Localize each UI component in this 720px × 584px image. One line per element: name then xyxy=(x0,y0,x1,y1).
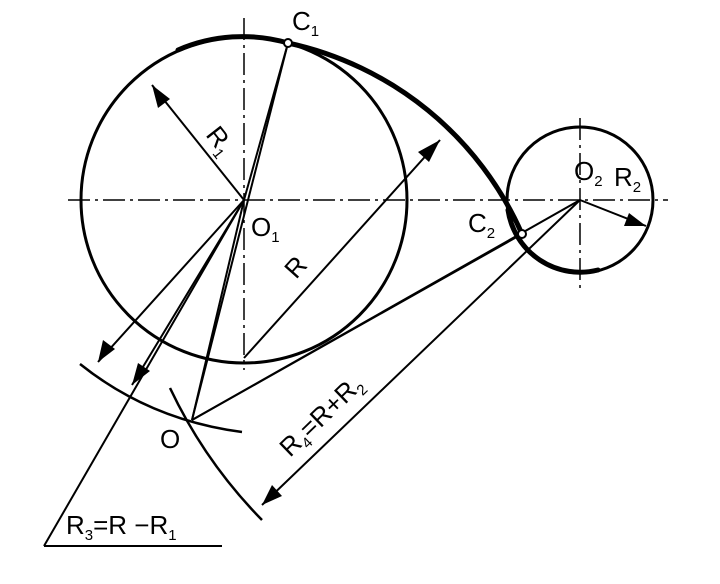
radius-r1-line xyxy=(151,84,245,201)
arrowhead-r1 xyxy=(152,85,170,108)
outline-thick-segments xyxy=(175,34,601,275)
line-o-to-c1 xyxy=(191,42,289,421)
radius-labels: R1 R2 R R4=R+R2 R3=R −R1 xyxy=(66,120,641,544)
arrowhead-r3-inner xyxy=(132,363,150,385)
label-r4-formula: R4=R+R2 xyxy=(273,369,371,465)
construction-lines xyxy=(43,42,647,547)
circle-o2-thick-bottom-arc xyxy=(505,207,601,275)
arrowhead-r4 xyxy=(262,485,282,505)
tangent-arc-r xyxy=(285,40,525,237)
radius-r-line xyxy=(243,139,441,359)
label-r: R xyxy=(278,250,313,284)
arrowhead-r3 xyxy=(98,340,115,362)
tangent-point-c1 xyxy=(283,38,293,48)
line-o1-to-o xyxy=(191,199,245,421)
center-lines xyxy=(68,18,668,370)
label-o: O xyxy=(160,424,180,454)
label-c2: C2 xyxy=(468,208,495,242)
label-o1: O1 xyxy=(251,212,280,246)
arrowhead-r2 xyxy=(624,213,646,226)
construction-arcs xyxy=(79,363,263,521)
line-o1-to-arc-tick-left xyxy=(97,199,245,363)
circle-o1-thick-top-arc xyxy=(175,34,291,53)
label-r2: R2 xyxy=(614,162,641,196)
point-labels: C1 C2 O1 O2 O xyxy=(160,6,603,454)
label-r1: R1 xyxy=(197,120,240,162)
line-o2-to-r4-end xyxy=(261,199,581,506)
label-o2: O2 xyxy=(574,156,603,190)
arc-radius-r3 xyxy=(79,363,243,434)
label-c1: C1 xyxy=(292,6,319,40)
tangent-point-c2 xyxy=(517,229,527,239)
arrowheads xyxy=(98,85,646,505)
arrowhead-r xyxy=(418,140,440,162)
arc-radius-r4 xyxy=(168,387,263,521)
label-r3-formula: R3=R −R1 xyxy=(66,510,177,544)
line-o-to-o2 xyxy=(191,199,581,421)
